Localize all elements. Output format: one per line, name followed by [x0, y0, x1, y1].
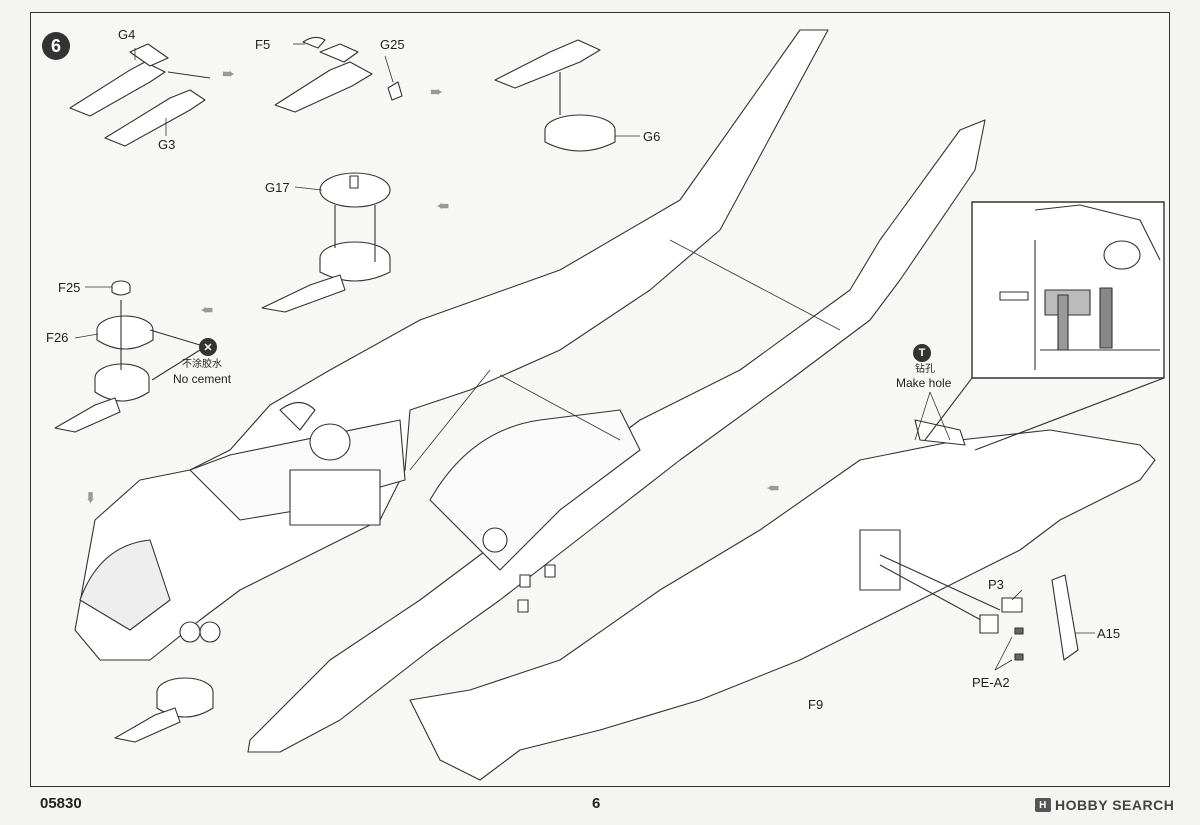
fuselage-f9 [409, 419, 1156, 781]
part-label-pe-a2: PE-A2 [972, 675, 1010, 690]
part-label-g6: G6 [643, 129, 661, 144]
detail-inset [924, 201, 1165, 451]
part-label-p3: P3 [988, 577, 1004, 592]
leader-lines [74, 43, 1095, 671]
brand-watermark: H HOBBY SEARCH [1035, 797, 1174, 813]
no-cement-note: No cement [173, 372, 232, 386]
fuselage-left-half [74, 29, 829, 661]
product-code: 05830 [40, 795, 82, 812]
fuselage-right-half [247, 119, 986, 753]
direction-arrow-icon: ➨ [81, 491, 99, 505]
drill-icon: T [913, 344, 931, 362]
part-label-g4: G4 [118, 27, 136, 42]
brand-logo-icon: H [1035, 798, 1051, 812]
part-label-f25: F25 [58, 280, 81, 295]
brand-name: HOBBY SEARCH [1055, 797, 1175, 813]
step-number-badge: 6 [42, 32, 70, 60]
page-number: 6 [592, 795, 601, 812]
part-label-f5: F5 [255, 37, 271, 52]
no-cement-icon: ✕ [199, 338, 217, 356]
make-hole-note: Make hole [896, 376, 952, 390]
direction-arrow-icon: ➨ [430, 84, 444, 101]
part-label-a15: A15 [1097, 626, 1121, 641]
part-label-g3: G3 [158, 137, 176, 152]
direction-arrow-icon: ➨ [436, 197, 450, 214]
part-label-f9: F9 [808, 697, 824, 712]
part-label-g25: G25 [380, 37, 405, 52]
gun-assembly-f5-g25 [274, 36, 403, 113]
gun-assembly-g4-g3 [69, 43, 211, 147]
turret-f25-f26 [54, 280, 201, 433]
direction-arrow-icon: ➨ [200, 301, 214, 318]
turret-g17 [261, 172, 391, 313]
make-hole-note-cn: 钻孔 [915, 364, 935, 375]
direction-arrow-icon: ➨ [222, 66, 236, 83]
turret-bottom [114, 677, 214, 743]
part-label-g17: G17 [265, 180, 290, 195]
turret-g6 [494, 39, 616, 152]
direction-arrow-icon: ➨ [766, 479, 780, 496]
no-cement-note-cn: 不涂胶水 [182, 359, 222, 370]
small-parts [979, 574, 1079, 661]
part-label-f26: F26 [46, 330, 69, 345]
